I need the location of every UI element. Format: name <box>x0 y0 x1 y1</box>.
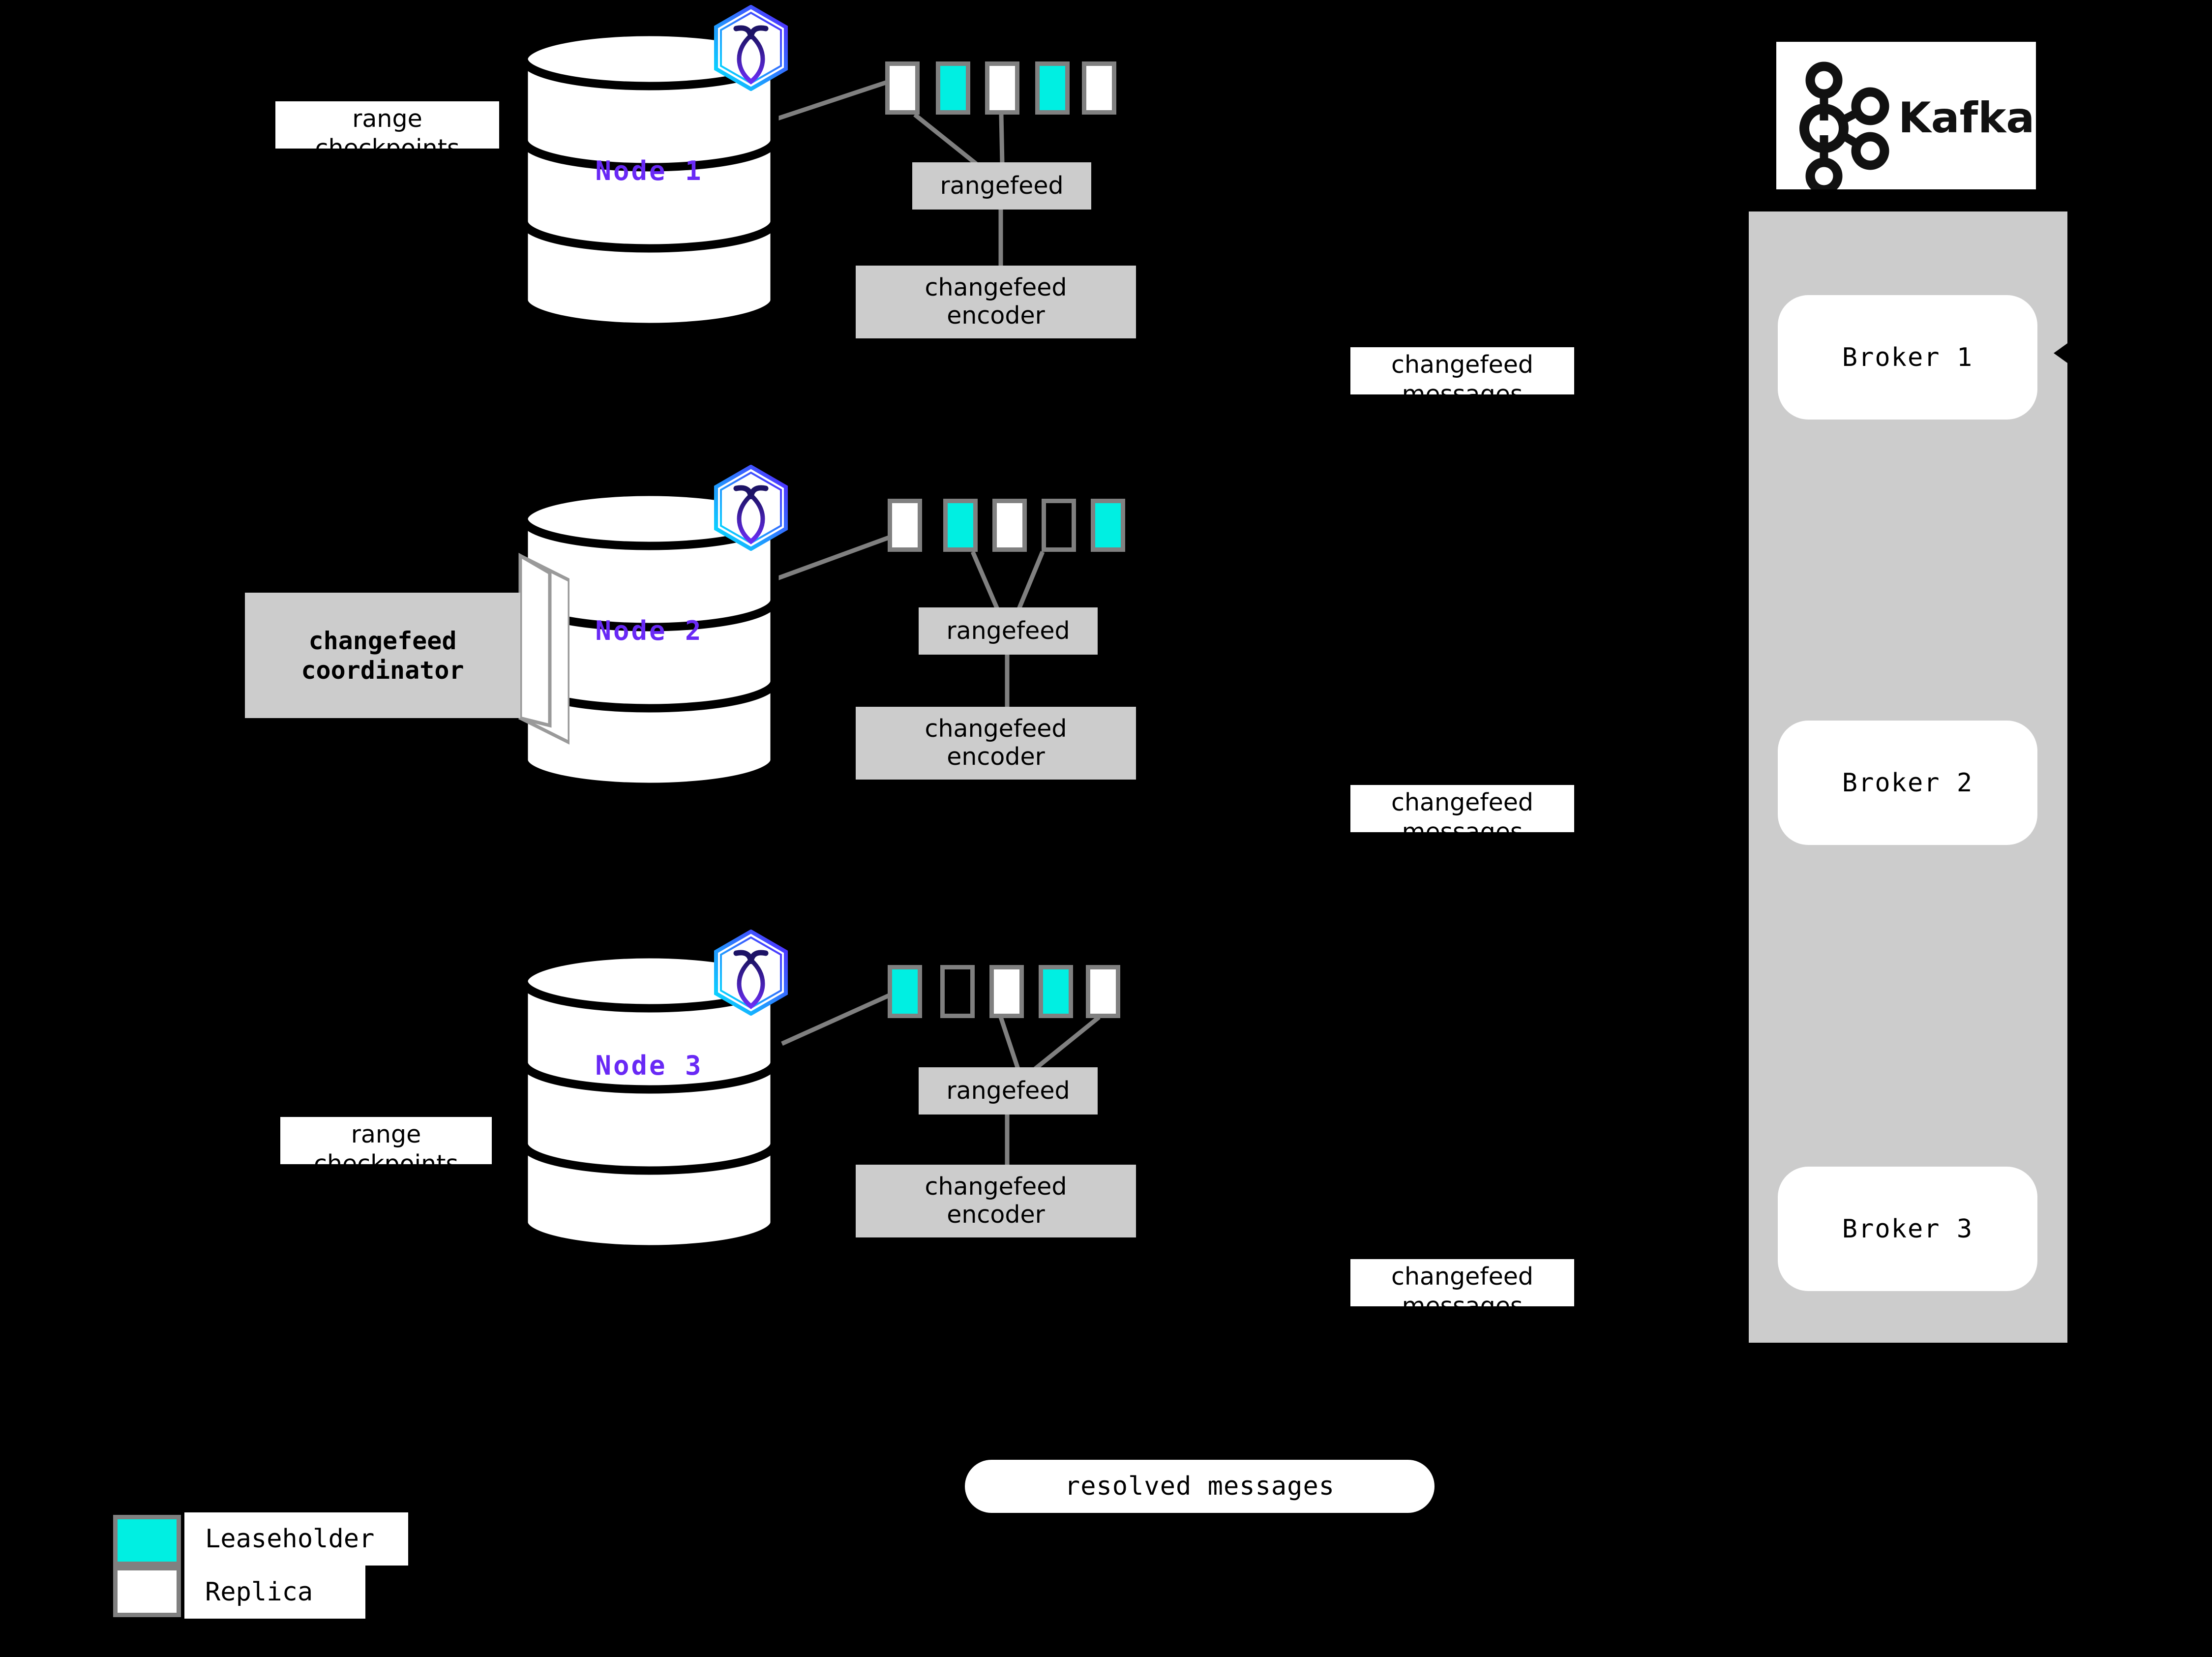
node-3-range-2[interactable] <box>940 965 975 1018</box>
changefeed-coordinator[interactable]: changefeed coordinator <box>245 551 571 748</box>
resolved-messages-pill[interactable]: resolved messages <box>965 1460 1435 1513</box>
cockroachdb-icon <box>713 464 789 551</box>
changefeed-messages-text-1: changefeed messages <box>1391 351 1533 408</box>
node-1-changefeed-encoder[interactable]: changefeed encoder <box>856 266 1136 338</box>
kafka-broker-2[interactable]: Broker 2 <box>1778 721 2037 845</box>
node-3-range-1[interactable] <box>888 965 922 1018</box>
node-3-label: Node 3 <box>595 1050 703 1081</box>
node-3-range-checkpoints-text: range checkpoints <box>314 1120 458 1178</box>
node-1-range-4[interactable] <box>1035 61 1070 115</box>
changefeed-coordinator-label: changefeed coordinator <box>301 626 464 685</box>
legend-swatch-replica <box>113 1566 181 1617</box>
changefeed-messages-text-3: changefeed messages <box>1391 1263 1533 1320</box>
node-2-changefeed-encoder[interactable]: changefeed encoder <box>856 707 1136 780</box>
cockroachdb-icon <box>713 4 789 91</box>
changefeed-messages-label-1: changefeed messages <box>1350 347 1574 408</box>
node-1-range-3[interactable] <box>985 61 1019 115</box>
node-3-cylinder: Node 3 <box>519 952 779 1252</box>
changefeed-messages-text-2: changefeed messages <box>1391 788 1533 846</box>
node-3-range-checkpoints-label: range checkpoints <box>280 1117 492 1178</box>
node-1-cylinder: Node 1 <box>519 30 779 330</box>
legend-swatch-leaseholder <box>113 1515 181 1566</box>
node-2-label: Node 2 <box>595 615 703 646</box>
node-1-range-5[interactable] <box>1082 61 1116 115</box>
node-2-range-4[interactable] <box>1042 499 1076 552</box>
node-1-rangefeed[interactable]: rangefeed <box>912 162 1091 210</box>
node-1-range-2[interactable] <box>936 61 970 115</box>
changefeed-messages-label-2: changefeed messages <box>1350 785 1574 846</box>
legend-label-replica: Replica <box>184 1566 365 1619</box>
node-3-changefeed-encoder[interactable]: changefeed encoder <box>856 1165 1136 1237</box>
node-2-range-2[interactable] <box>943 499 978 552</box>
node-3-rangefeed[interactable]: rangefeed <box>919 1067 1098 1115</box>
kafka-broker-1[interactable]: Broker 1 <box>1778 295 2037 420</box>
node-2-range-5[interactable] <box>1091 499 1125 552</box>
legend-label-leaseholder: Leaseholder <box>184 1512 408 1566</box>
kafka-icon <box>1799 61 1889 195</box>
changefeed-messages-label-3: changefeed messages <box>1350 1259 1574 1320</box>
kafka-wordmark: Kafka <box>1898 93 2035 143</box>
node-2-range-1[interactable] <box>888 499 922 552</box>
node-2-cylinder: Node 2 <box>519 489 779 789</box>
node-1-range-checkpoints-text: range checkpoints <box>315 105 460 162</box>
cockroachdb-icon <box>713 929 789 1016</box>
kafka-broker-3[interactable]: Broker 3 <box>1778 1167 2037 1291</box>
node-1-range-checkpoints-label: range checkpoints <box>275 101 499 162</box>
node-1-label: Node 1 <box>595 155 703 186</box>
node-2-range-3[interactable] <box>992 499 1027 552</box>
kafka-logo-box: Kafka <box>1776 42 2036 195</box>
kafka-inbound-arrow-icon <box>2054 343 2067 363</box>
node-1-range-1[interactable] <box>885 61 920 115</box>
node-3-range-4[interactable] <box>1039 965 1073 1018</box>
node-3-range-3[interactable] <box>989 965 1024 1018</box>
node-3-range-5[interactable] <box>1086 965 1120 1018</box>
node-2-rangefeed[interactable]: rangefeed <box>919 607 1098 655</box>
